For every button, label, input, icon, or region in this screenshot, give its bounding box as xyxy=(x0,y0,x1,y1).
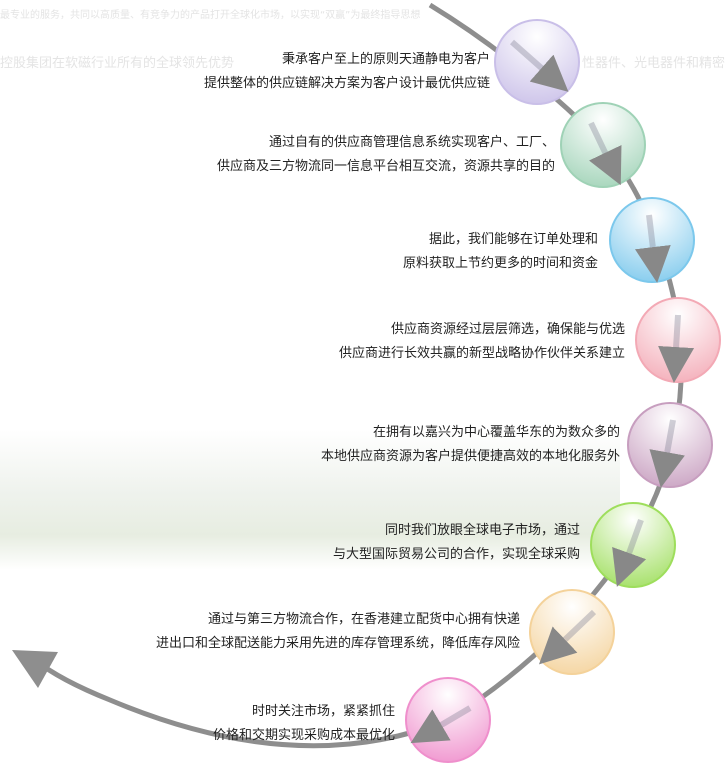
step-text-3: 据此，我们能够在订单处理和原料获取上节约更多的时间和资金 xyxy=(403,228,598,276)
step-text-line: 供应商资源经过层层筛选，确保能与优选 xyxy=(390,322,625,337)
step-text-line: 原料获取上节约更多的时间和资金 xyxy=(402,256,598,271)
step-text-4: 供应商资源经过层层筛选，确保能与优选供应商进行长效共赢的新型战略协作伙伴关系建立 xyxy=(339,318,625,366)
step-text-line: 通过自有的供应商管理信息系统实现客户、工厂、 xyxy=(268,135,555,150)
step-circle-3 xyxy=(609,197,695,283)
arrow-icon xyxy=(510,39,569,92)
step-text-line: 本地供应商资源为客户提供便捷高效的本地化服务外 xyxy=(320,449,620,464)
step-text-7: 通过与第三方物流合作，在香港建立配货中心拥有快递进出口和全球配送能力采用先进的库… xyxy=(156,608,520,656)
step-text-line: 供应商进行长效共赢的新型战略协作伙伴关系建立 xyxy=(338,346,625,361)
arrow-icon xyxy=(612,518,647,587)
arrow-icon xyxy=(588,121,622,186)
step-circle-5 xyxy=(627,402,713,488)
step-circle-2 xyxy=(560,102,646,188)
step-text-line: 同时我们放眼全球电子市场，通过 xyxy=(384,523,580,538)
step-circle-4 xyxy=(635,297,721,383)
step-text-6: 同时我们放眼全球电子市场，通过与大型国际贸易公司的合作，实现全球采购 xyxy=(333,519,580,567)
step-circle-1 xyxy=(494,19,580,105)
arrow-icon xyxy=(634,214,671,283)
step-circle-7 xyxy=(529,589,615,675)
step-text-line: 供应商及三方物流同一信息平台相互交流，资源共享的目的 xyxy=(216,159,555,174)
factory-background-image xyxy=(0,430,620,570)
step-text-line: 提供整体的供应链解决方案为客户设计最优供应链 xyxy=(203,76,490,91)
step-text-line: 据此，我们能够在订单处理和 xyxy=(428,232,598,247)
step-text-8: 时时关注市场，紧紧抓住价格和交期实现采购成本最优化 xyxy=(213,700,395,748)
background-text: 性器件、光电器件和精密 xyxy=(582,56,725,71)
step-text-line: 进出口和全球配送能力采用先进的库存管理系统，降低库存风险 xyxy=(155,636,520,651)
arrow-icon xyxy=(410,705,472,744)
step-text-line: 与大型国际贸易公司的合作，实现全球采购 xyxy=(332,547,580,562)
arrow-icon xyxy=(538,609,597,665)
step-text-line: 时时关注市场，紧紧抓住 xyxy=(251,704,395,719)
arrow-icon xyxy=(658,314,695,383)
step-text-2: 通过自有的供应商管理信息系统实现客户、工厂、供应商及三方物流同一信息平台相互交流… xyxy=(217,131,555,179)
step-text-1: 秉承客户至上的原则天通静电为客户提供整体的供应链解决方案为客户设计最优供应链 xyxy=(204,48,490,96)
step-circle-6 xyxy=(590,502,676,588)
step-text-line: 通过与第三方物流合作，在香港建立配货中心拥有快递 xyxy=(207,612,520,627)
step-text-5: 在拥有以嘉兴为中心覆盖华东的为数众多的本地供应商资源为客户提供便捷高效的本地化服… xyxy=(321,421,620,469)
step-circle-8 xyxy=(405,677,491,763)
big-arrow-head-icon xyxy=(12,650,58,688)
step-text-line: 价格和交期实现采购成本最优化 xyxy=(212,728,395,743)
background-text: 最专业的服务，共同以高质量、有竞争力的产品打开全球化市场，以实现“双赢”为最终指… xyxy=(0,10,421,21)
step-text-line: 秉承客户至上的原则天通静电为客户 xyxy=(281,52,490,67)
background-text: 控股集团在软磁行业所有的全球领先优势 xyxy=(0,56,235,71)
step-text-line: 在拥有以嘉兴为中心覆盖华东的为数众多的 xyxy=(372,425,620,440)
arrow-icon xyxy=(649,419,685,488)
